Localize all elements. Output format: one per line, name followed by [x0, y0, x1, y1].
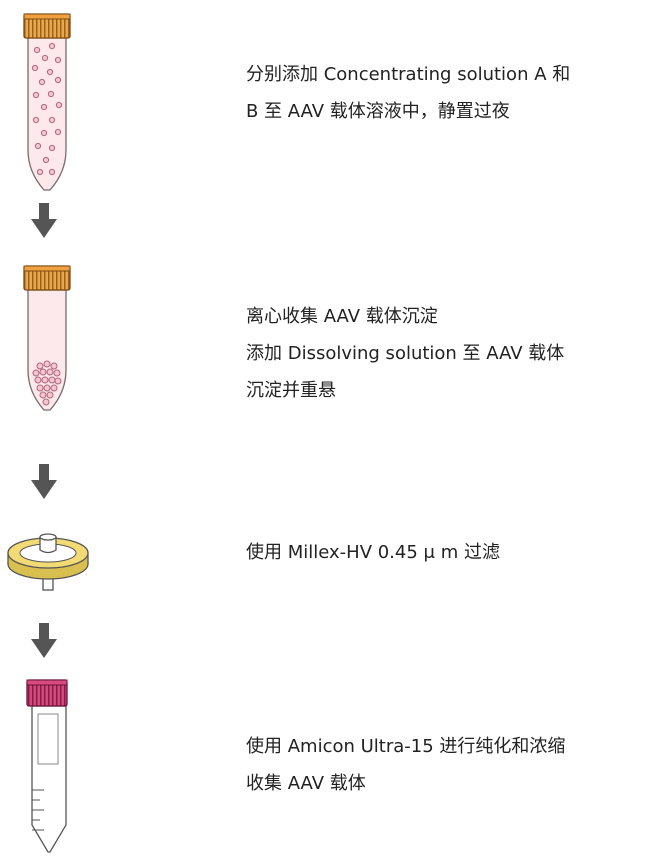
step-2-line-1: 离心收集 AAV 载体沉淀 [246, 306, 438, 327]
step-1-line-2: B 至 AAV 载体溶液中，静置过夜 [246, 101, 510, 122]
step-3-line-1: 使用 Millex-HV 0.45 μ m 过滤 [246, 542, 500, 563]
step-4-line-2: 收集 AAV 载体 [246, 773, 366, 794]
conical-tube-suspension-icon [23, 13, 71, 191]
step-4-text: 使用 Amicon Ultra-15 进行纯化和浓缩 收集 AAV 载体 [246, 728, 660, 802]
step-2-line-2: 添加 Dissolving solution 至 AAV 载体 [246, 343, 565, 364]
step-1-text: 分别添加 Concentrating solution A 和 B 至 AAV … [246, 56, 660, 130]
conical-tube-pellet-icon [23, 265, 71, 411]
step-2-text: 离心收集 AAV 载体沉淀 添加 Dissolving solution 至 A… [246, 298, 660, 409]
down-arrow-icon [31, 464, 57, 499]
down-arrow-icon [31, 623, 57, 658]
step-3-text: 使用 Millex-HV 0.45 μ m 过滤 [246, 534, 660, 571]
step-1-line-1: 分别添加 Concentrating solution A 和 [246, 64, 571, 85]
step-2-line-3: 沉淀并重悬 [246, 380, 336, 401]
step-4-line-1: 使用 Amicon Ultra-15 进行纯化和浓缩 [246, 736, 566, 757]
down-arrow-icon [31, 203, 57, 238]
concentrator-tube-icon [26, 679, 68, 853]
syringe-filter-icon [7, 533, 89, 591]
